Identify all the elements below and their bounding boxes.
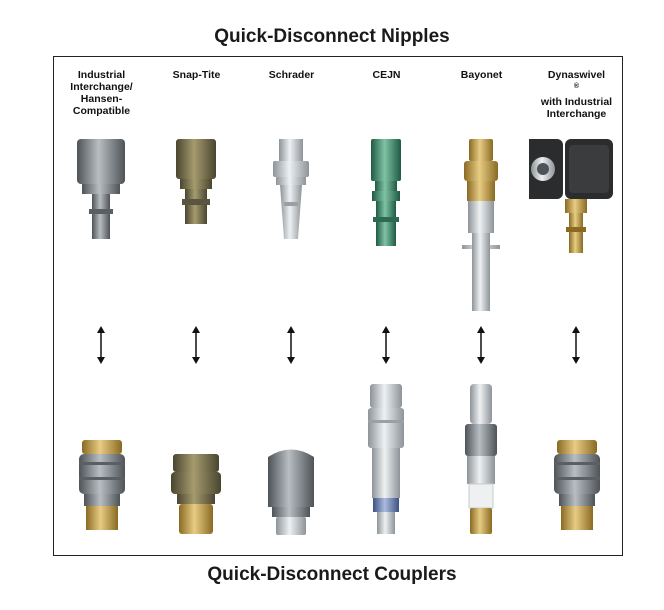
column-label: Snap-Tite bbox=[172, 69, 221, 81]
column-cejn: CEJN bbox=[339, 57, 434, 555]
column-label: Bayonet bbox=[460, 69, 503, 81]
industrial-nipple-image bbox=[54, 127, 149, 327]
bayonet-nipple-image bbox=[434, 127, 529, 327]
connector-chart-frame: Industrial Interchange/ Hansen- Compatib… bbox=[53, 56, 623, 556]
dynaswivel-nipple-image bbox=[529, 127, 624, 327]
industrial-coupler-image bbox=[54, 382, 149, 542]
column-label: Industrial Interchange/ Hansen- Compatib… bbox=[70, 69, 133, 117]
column-industrial-interchange: Industrial Interchange/ Hansen- Compatib… bbox=[54, 57, 149, 555]
mates-with-arrow bbox=[529, 323, 624, 367]
schrader-nipple-image bbox=[244, 127, 339, 327]
column-schrader: Schrader bbox=[244, 57, 339, 555]
column-label: CEJN bbox=[372, 69, 401, 81]
cejn-nipple-image bbox=[339, 127, 434, 327]
bayonet-coupler-image bbox=[434, 382, 529, 542]
column-dynaswivel: Dynaswivel® with Industrial Interchange bbox=[529, 57, 624, 555]
couplers-title: Quick-Disconnect Couplers bbox=[207, 564, 457, 585]
mates-with-arrow bbox=[54, 323, 149, 367]
mates-with-arrow bbox=[244, 323, 339, 367]
mates-with-arrow bbox=[339, 323, 434, 367]
mates-with-arrow bbox=[149, 323, 244, 367]
nipples-title: Quick-Disconnect Nipples bbox=[214, 26, 450, 47]
dynaswivel-coupler-image bbox=[529, 382, 624, 542]
snap-tite-nipple-image bbox=[149, 127, 244, 327]
column-snap-tite: Snap-Tite bbox=[149, 57, 244, 555]
mates-with-arrow bbox=[434, 323, 529, 367]
snap-tite-coupler-image bbox=[149, 382, 244, 542]
column-bayonet: Bayonet bbox=[434, 57, 529, 555]
schrader-coupler-image bbox=[244, 382, 339, 542]
column-label: Dynaswivel® with Industrial Interchange bbox=[540, 69, 613, 120]
cejn-coupler-image bbox=[339, 382, 434, 542]
column-label: Schrader bbox=[268, 69, 315, 81]
